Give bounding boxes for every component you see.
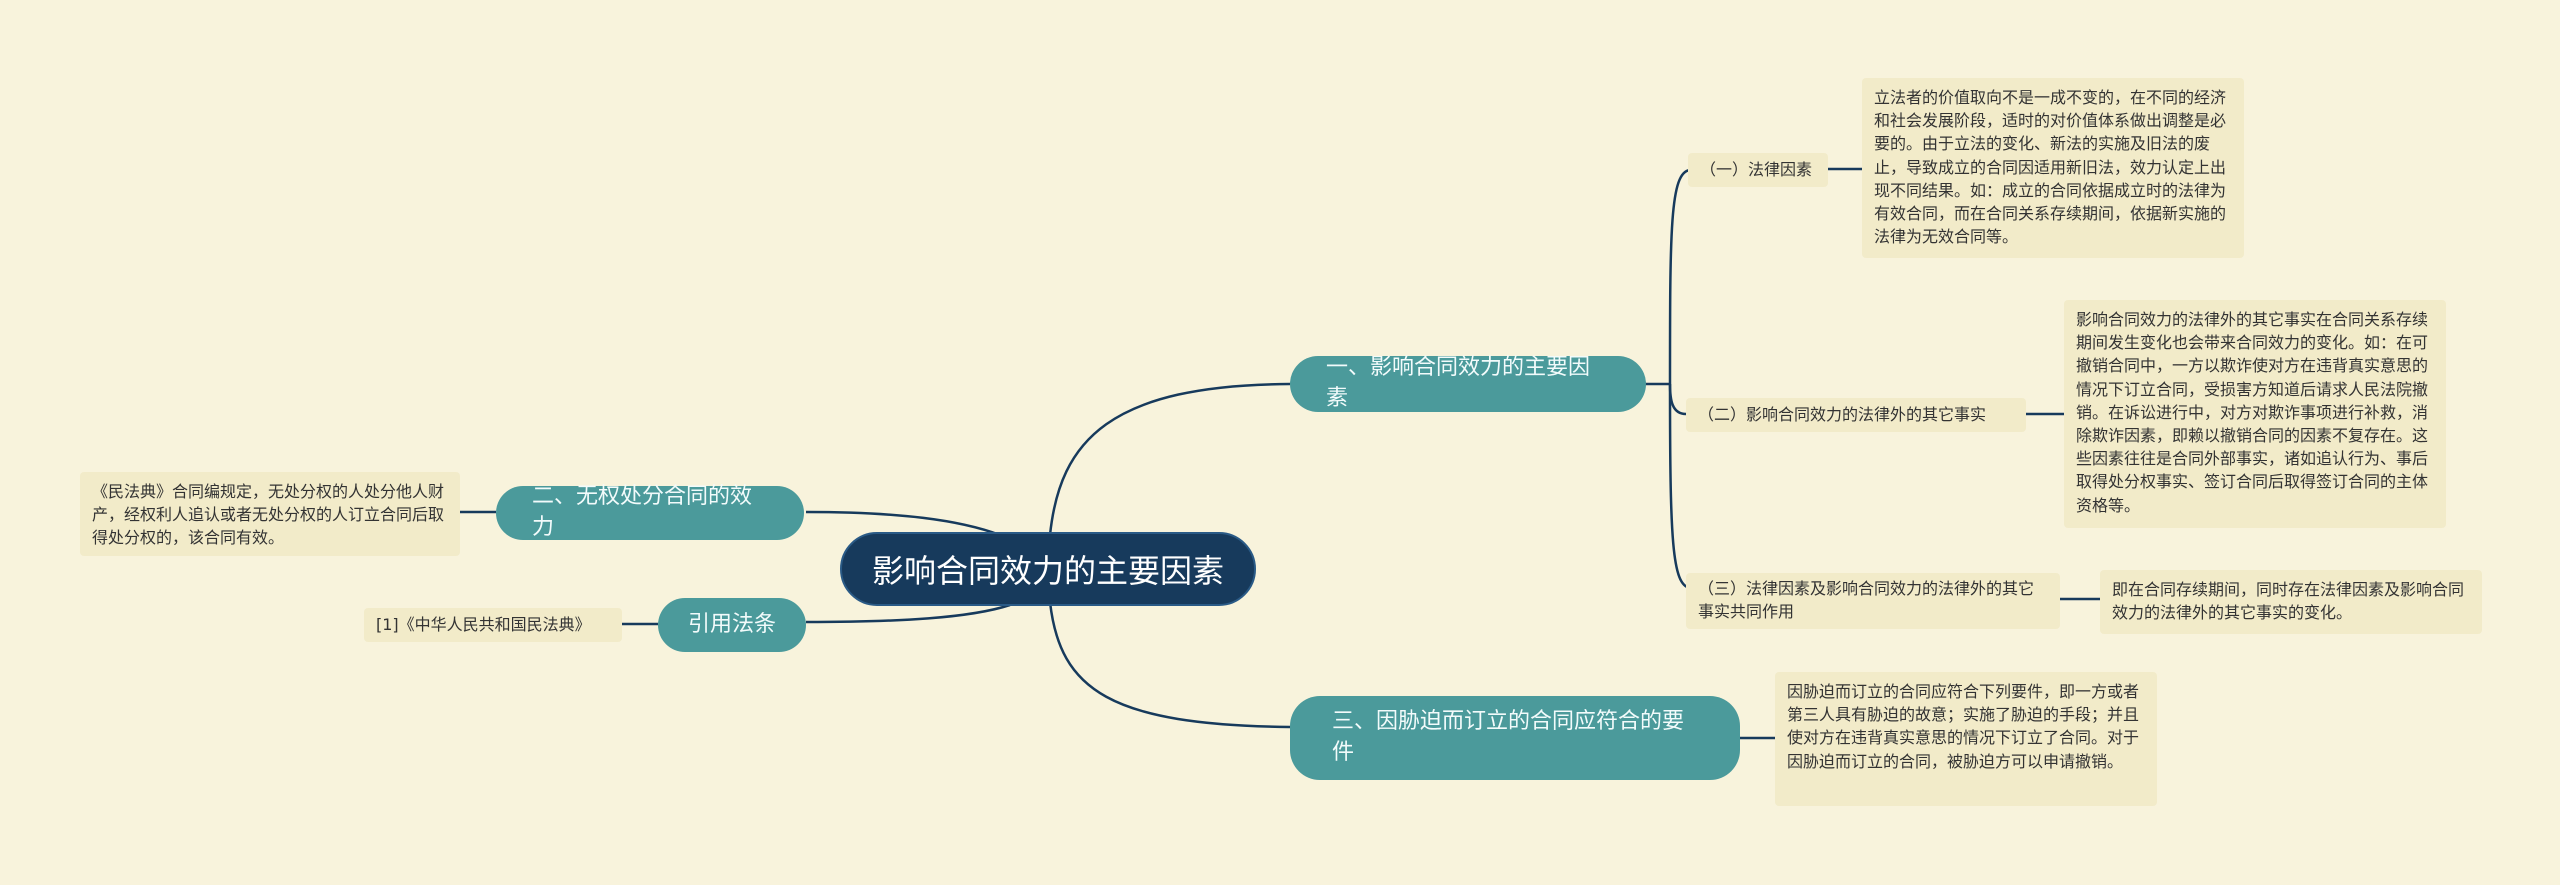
leaf-coercion-requirements: 因胁迫而订立的合同应符合下列要件，即一方或者第三人具有胁迫的故意；实施了胁迫的手… (1775, 672, 2157, 806)
leaf-unauthorized-disposal-text: 《民法典》合同编规定，无处分权的人处分他人财产，经权利人追认或者无处分权的人订立… (92, 482, 445, 548)
sub-topic-non-legal-facts-label: （二）影响合同效力的法律外的其它事实 (1698, 405, 1987, 425)
link-hub-c2 (1668, 383, 1687, 416)
leaf-non-legal-facts: 影响合同效力的法律外的其它事实在合同关系存续期间发生变化也会带来合同效力的变化。… (2064, 300, 2446, 528)
branch-cited-laws[interactable]: 引用法条 (658, 598, 806, 652)
link-root-b4 (1048, 601, 1291, 729)
link-root-b2 (805, 510, 1001, 537)
leaf-non-legal-facts-text: 影响合同效力的法律外的其它事实在合同关系存续期间发生变化也会带来合同效力的变化。… (2076, 310, 2429, 515)
link-root-b1 (1048, 382, 1291, 536)
sub-topic-combined-effect-label: （三）法律因素及影响合同效力的法律外的其它事实共同作用 (1698, 579, 2035, 622)
branch-coercion-contract-label: 三、因胁迫而订立的合同应符合的要件 (1332, 709, 1685, 765)
link-hub-c3 (1668, 383, 1691, 590)
branch-coercion-contract[interactable]: 三、因胁迫而订立的合同应符合的要件 (1290, 696, 1740, 780)
sub-topic-legal-factors-label: （一）法律因素 (1700, 160, 1813, 180)
leaf-coercion-requirements-text: 因胁迫而订立的合同应符合下列要件，即一方或者第三人具有胁迫的故意；实施了胁迫的手… (1787, 682, 2140, 771)
link-root-b3 (805, 603, 1011, 624)
leaf-legal-factors-text: 立法者的价值取向不是一成不变的，在不同的经济和社会发展阶段，适时的对价值体系做出… (1874, 88, 2227, 247)
root-topic-label: 影响合同效力的主要因素 (871, 552, 1224, 590)
root-topic[interactable]: 影响合同效力的主要因素 (840, 532, 1256, 606)
branch-main-factors-label: 一、影响合同效力的主要因素 (1326, 355, 1591, 411)
leaf-civil-code-citation[interactable]: [1]《中华人民共和国民法典》 (364, 608, 622, 642)
leaf-combined-effect: 即在合同存续期间，同时存在法律因素及影响合同效力的法律外的其它事实的变化。 (2100, 570, 2482, 634)
leaf-unauthorized-disposal: 《民法典》合同编规定，无处分权的人处分他人财产，经权利人追认或者无处分权的人订立… (80, 472, 460, 556)
link-hub-c1 (1668, 168, 1691, 385)
sub-topic-legal-factors[interactable]: （一）法律因素 (1688, 153, 1828, 187)
branch-unauthorized-disposal[interactable]: 二、无权处分合同的效力 (496, 484, 804, 540)
leaf-combined-effect-text: 即在合同存续期间，同时存在法律因素及影响合同效力的法律外的其它事实的变化。 (2112, 580, 2465, 623)
branch-main-factors[interactable]: 一、影响合同效力的主要因素 (1290, 355, 1646, 412)
leaf-civil-code-citation-text: [1]《中华人民共和国民法典》 (376, 615, 591, 635)
leaf-legal-factors: 立法者的价值取向不是一成不变的，在不同的经济和社会发展阶段，适时的对价值体系做出… (1862, 78, 2244, 258)
sub-topic-combined-effect[interactable]: （三）法律因素及影响合同效力的法律外的其它事实共同作用 (1686, 573, 2060, 629)
sub-topic-non-legal-facts[interactable]: （二）影响合同效力的法律外的其它事实 (1686, 398, 2026, 432)
branch-cited-laws-label: 引用法条 (687, 611, 776, 637)
branch-unauthorized-disposal-label: 二、无权处分合同的效力 (532, 484, 753, 540)
